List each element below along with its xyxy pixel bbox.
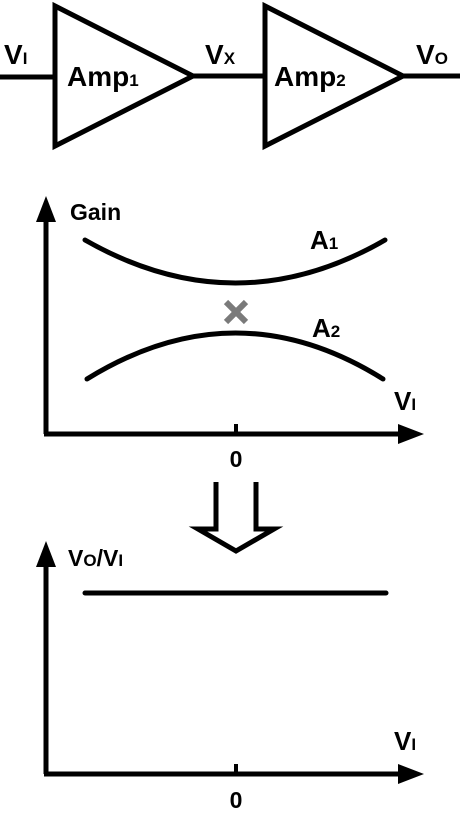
result-y-arrowhead (36, 541, 56, 567)
result-origin-label: 0 (230, 787, 243, 813)
gain-plot: Gain A1 A2 VI 0 (36, 196, 424, 472)
input-label: VI (4, 39, 27, 70)
amp2-triangle (262, 1, 409, 151)
implication-arrow-icon (188, 482, 284, 554)
result-x-arrowhead (398, 764, 424, 784)
curve-a1 (82, 237, 388, 286)
gain-origin-label: 0 (230, 446, 243, 472)
curve-a2 (84, 330, 386, 382)
node-vx-label: VX (205, 39, 236, 70)
amp1-triangle (52, 1, 199, 151)
gain-x-arrowhead (398, 424, 424, 444)
gain-y-label: Gain (70, 199, 121, 225)
result-plot: VO/VI VI 0 (36, 541, 424, 813)
block-diagram: VI Amp1 VX Amp2 VO (0, 1, 460, 151)
amp1-label: Amp1 (67, 61, 139, 92)
cross-mark (223, 299, 249, 325)
output-label: VO (416, 39, 448, 70)
gain-y-arrowhead (36, 196, 56, 222)
curve-a1-label: A1 (310, 225, 338, 255)
result-y-label: VO/VI (68, 545, 123, 571)
amp2-label: Amp2 (274, 61, 346, 92)
result-x-label: VI (394, 726, 416, 756)
curve-a2-label: A2 (312, 313, 340, 343)
cross-stroke-2 (223, 299, 249, 325)
gain-x-label: VI (394, 386, 416, 416)
